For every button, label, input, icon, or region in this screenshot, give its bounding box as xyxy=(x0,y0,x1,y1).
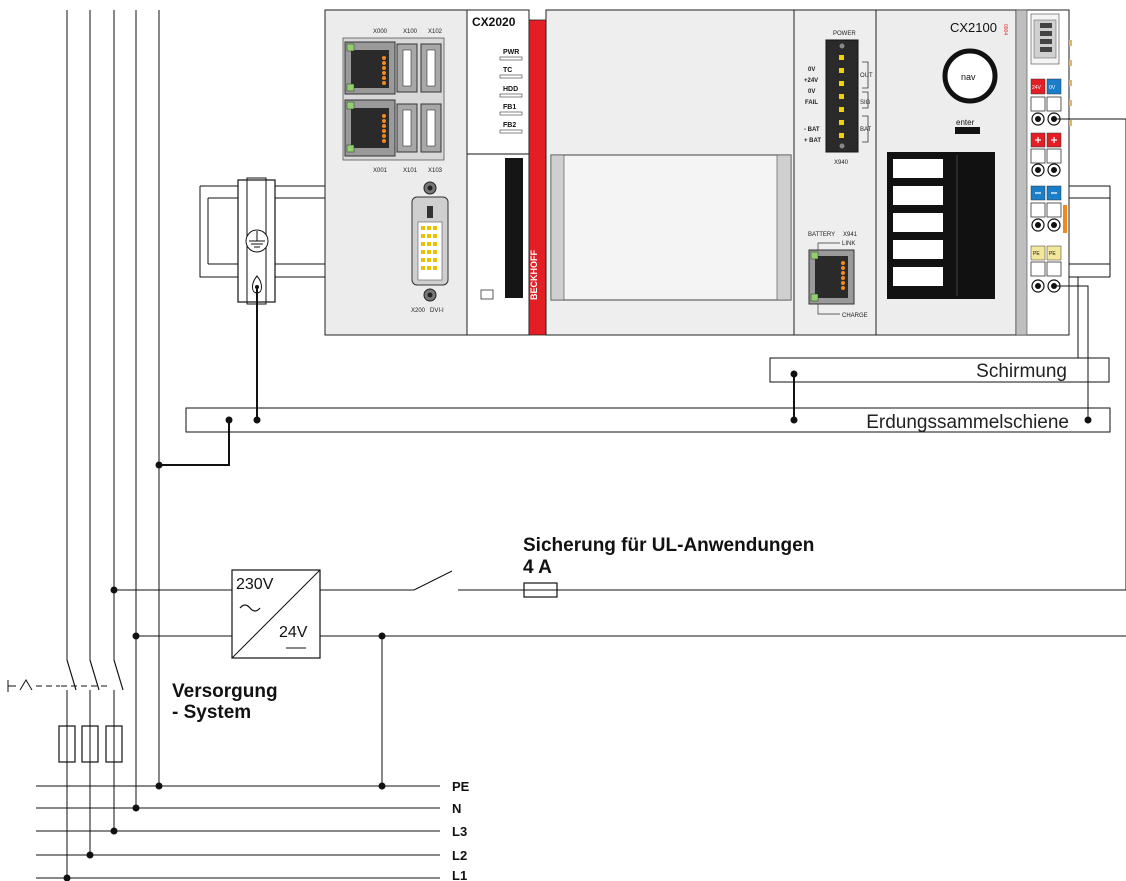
psu-caption-line-1: Versorgung xyxy=(172,681,278,702)
eth-top-label-1: X000 xyxy=(373,29,388,35)
main-switch xyxy=(7,659,124,692)
fuse-rating: 4 A xyxy=(523,557,552,578)
power-group-bat: BAT xyxy=(860,127,872,133)
cover-module xyxy=(545,9,795,336)
busbar-label-l1: L1 xyxy=(452,868,467,881)
led-label-fb2: FB2 xyxy=(503,122,516,129)
power-pin-2: +24V xyxy=(804,78,818,84)
ground-clamp xyxy=(237,177,276,305)
busbar-label-n: N xyxy=(452,801,461,816)
supply-busbars: PE N L3 L2 L1 xyxy=(36,779,470,881)
terminal-label-0v: 0V xyxy=(1049,85,1056,91)
wires xyxy=(66,10,1126,880)
cx2100-variant: 0904 xyxy=(1002,24,1008,35)
cx2100-title: CX2100 xyxy=(950,20,997,35)
power-title: POWER xyxy=(833,31,856,37)
cx2020-title: CX2020 xyxy=(472,15,516,29)
power-group-out: OUT xyxy=(860,73,873,79)
power-pin-4: FAIL xyxy=(805,100,818,106)
dvi-label-2: DVI-I xyxy=(430,308,444,314)
terminal-label-pe-2: PE xyxy=(1049,251,1056,257)
eth-bottom-label-3: X103 xyxy=(428,168,443,174)
terminal-label-pe-1: PE xyxy=(1033,251,1040,257)
ground-bar: Erdungssammelschiene xyxy=(185,407,1111,433)
eth-top-label-2: X100 xyxy=(403,29,418,35)
fuse-title: Sicherung für UL-Anwendungen xyxy=(523,535,814,556)
earth-symbol-icon xyxy=(245,229,269,253)
dvi-label-1: X200 xyxy=(411,308,426,314)
cx2100-module: CX2100 0904 nav enter xyxy=(875,9,1017,336)
terminal-block: 24V 0V P xyxy=(1015,9,1072,336)
power-supply-unit: 230V 24V xyxy=(231,569,321,659)
eth-top-label-3: X102 xyxy=(428,29,443,35)
brand-strip: BECKHOFF xyxy=(528,19,547,336)
busbar-label-l3: L3 xyxy=(452,824,467,839)
terminal-label-24v: 24V xyxy=(1032,85,1042,91)
ground-bar-label: Erdungssammelschiene xyxy=(866,412,1069,433)
power-group-sig: SIG xyxy=(860,100,871,106)
led-label-pwr: PWR xyxy=(503,49,519,56)
power-module: POWER 0V +24V 0V FAIL - BAT + BAT OUT SI… xyxy=(793,9,877,336)
led-label-hdd: HDD xyxy=(503,86,518,93)
power-pin-3: 0V xyxy=(808,89,815,95)
battery-label: BATTERY xyxy=(808,232,835,238)
busbar-label-l2: L2 xyxy=(452,848,467,863)
eth-bottom-label-2: X101 xyxy=(403,168,418,174)
power-connector-label: X940 xyxy=(834,160,849,166)
phase-fuses xyxy=(58,725,123,763)
psu-caption-line-2: - System xyxy=(172,702,251,723)
battery-charge: CHARGE xyxy=(842,313,868,319)
busbar-label-pe: PE xyxy=(452,779,470,794)
battery-link: LINK xyxy=(842,241,855,247)
nav-button-label: nav xyxy=(961,72,976,82)
led-label-tc: TC xyxy=(503,67,512,74)
shield-bar: Schirmung xyxy=(769,357,1110,383)
power-pin-1: 0V xyxy=(808,67,815,73)
ac-symbol-icon xyxy=(239,604,261,612)
enter-button-label: enter xyxy=(956,118,975,127)
power-pin-5: - BAT xyxy=(804,127,820,133)
eth-bottom-label-1: X001 xyxy=(373,168,388,174)
power-pin-6: + BAT xyxy=(804,138,821,144)
beckhoff-logo: BECKHOFF xyxy=(529,250,539,300)
cx2020-led-panel: CX2020 PWR TC HDD FB1 FB2 xyxy=(466,9,530,336)
cx2020-module: X000 X100 X102 X001 X101 X103 xyxy=(324,9,468,336)
psu-input-label: 230V xyxy=(236,576,274,593)
battery-connector: X941 xyxy=(843,232,858,238)
led-label-fb1: FB1 xyxy=(503,104,516,111)
psu-output-label: 24V xyxy=(279,624,308,641)
shield-bar-label: Schirmung xyxy=(976,361,1067,382)
